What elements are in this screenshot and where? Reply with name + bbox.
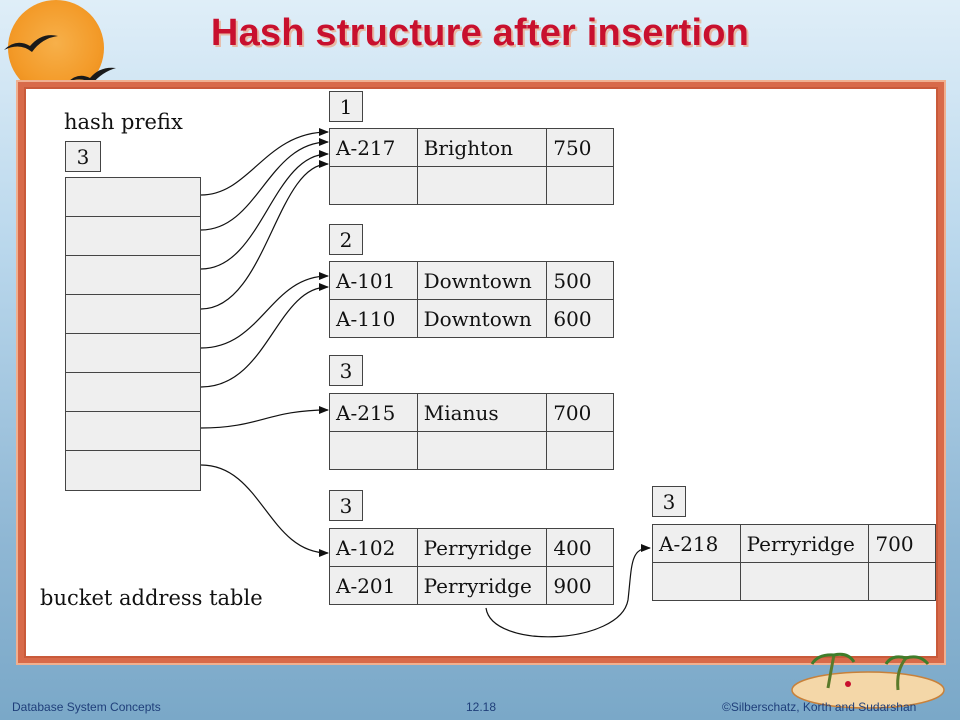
table-entry (66, 334, 200, 373)
bucket-5-overflow: A-218 Perryridge 700 (652, 524, 936, 601)
footer-course-title: Database System Concepts (12, 700, 161, 714)
table-entry (66, 451, 200, 490)
pointer-arrow (200, 464, 329, 557)
bucket-record: A-201 Perryridge 900 (329, 566, 614, 605)
table-entry (66, 295, 200, 334)
bucket-record (329, 431, 614, 470)
footer-copyright: ©Silberschatz, Korth and Sudarshan (722, 700, 917, 714)
bucket-3-local-depth: 3 (329, 355, 363, 386)
table-entry (66, 256, 200, 295)
bucket-record (329, 166, 614, 205)
bucket-record: A-218 Perryridge 700 (652, 524, 936, 563)
bucket-2-local-depth: 2 (329, 224, 363, 255)
bucket-record: A-101 Downtown 500 (329, 261, 614, 300)
pointer-arrow (200, 138, 329, 231)
global-prefix-box: 3 (65, 141, 101, 172)
pointer-arrow (200, 150, 329, 270)
table-entry (66, 217, 200, 256)
bucket-record: A-215 Mianus 700 (329, 393, 614, 432)
bucket-record: A-217 Brighton 750 (329, 128, 614, 167)
bucket-1-local-depth: 1 (329, 91, 363, 122)
bucket-3: A-215 Mianus 700 (329, 393, 614, 470)
pointer-arrow (200, 283, 329, 388)
slide-title: Hash structure after insertion (210, 12, 750, 54)
bucket-address-table-label: bucket address table (40, 586, 263, 610)
table-entry (66, 178, 200, 217)
table-entry (66, 373, 200, 412)
island-decoration (791, 652, 945, 709)
pointer-arrow (200, 128, 329, 196)
footer-slide-number: 12.18 (466, 700, 497, 714)
bucket-record: A-110 Downtown 600 (329, 299, 614, 338)
pointer-arrow (200, 160, 329, 310)
bucket-1: A-217 Brighton 750 (329, 128, 614, 205)
pointer-arrow (200, 406, 329, 429)
bucket-record (652, 562, 936, 601)
overflow-pointer-arrow (485, 544, 651, 638)
bucket-5-local-depth: 3 (652, 486, 686, 517)
bucket-4-local-depth: 3 (329, 490, 363, 521)
bucket-address-table (65, 177, 201, 491)
bird-icon (4, 35, 58, 52)
bird-icon (68, 67, 116, 84)
table-entry (66, 412, 200, 451)
bucket-2: A-101 Downtown 500 A-110 Downtown 600 (329, 261, 614, 338)
pointer-arrow (200, 272, 329, 349)
bucket-4: A-102 Perryridge 400 A-201 Perryridge 90… (329, 528, 614, 605)
hash-prefix-label: hash prefix (64, 110, 183, 134)
